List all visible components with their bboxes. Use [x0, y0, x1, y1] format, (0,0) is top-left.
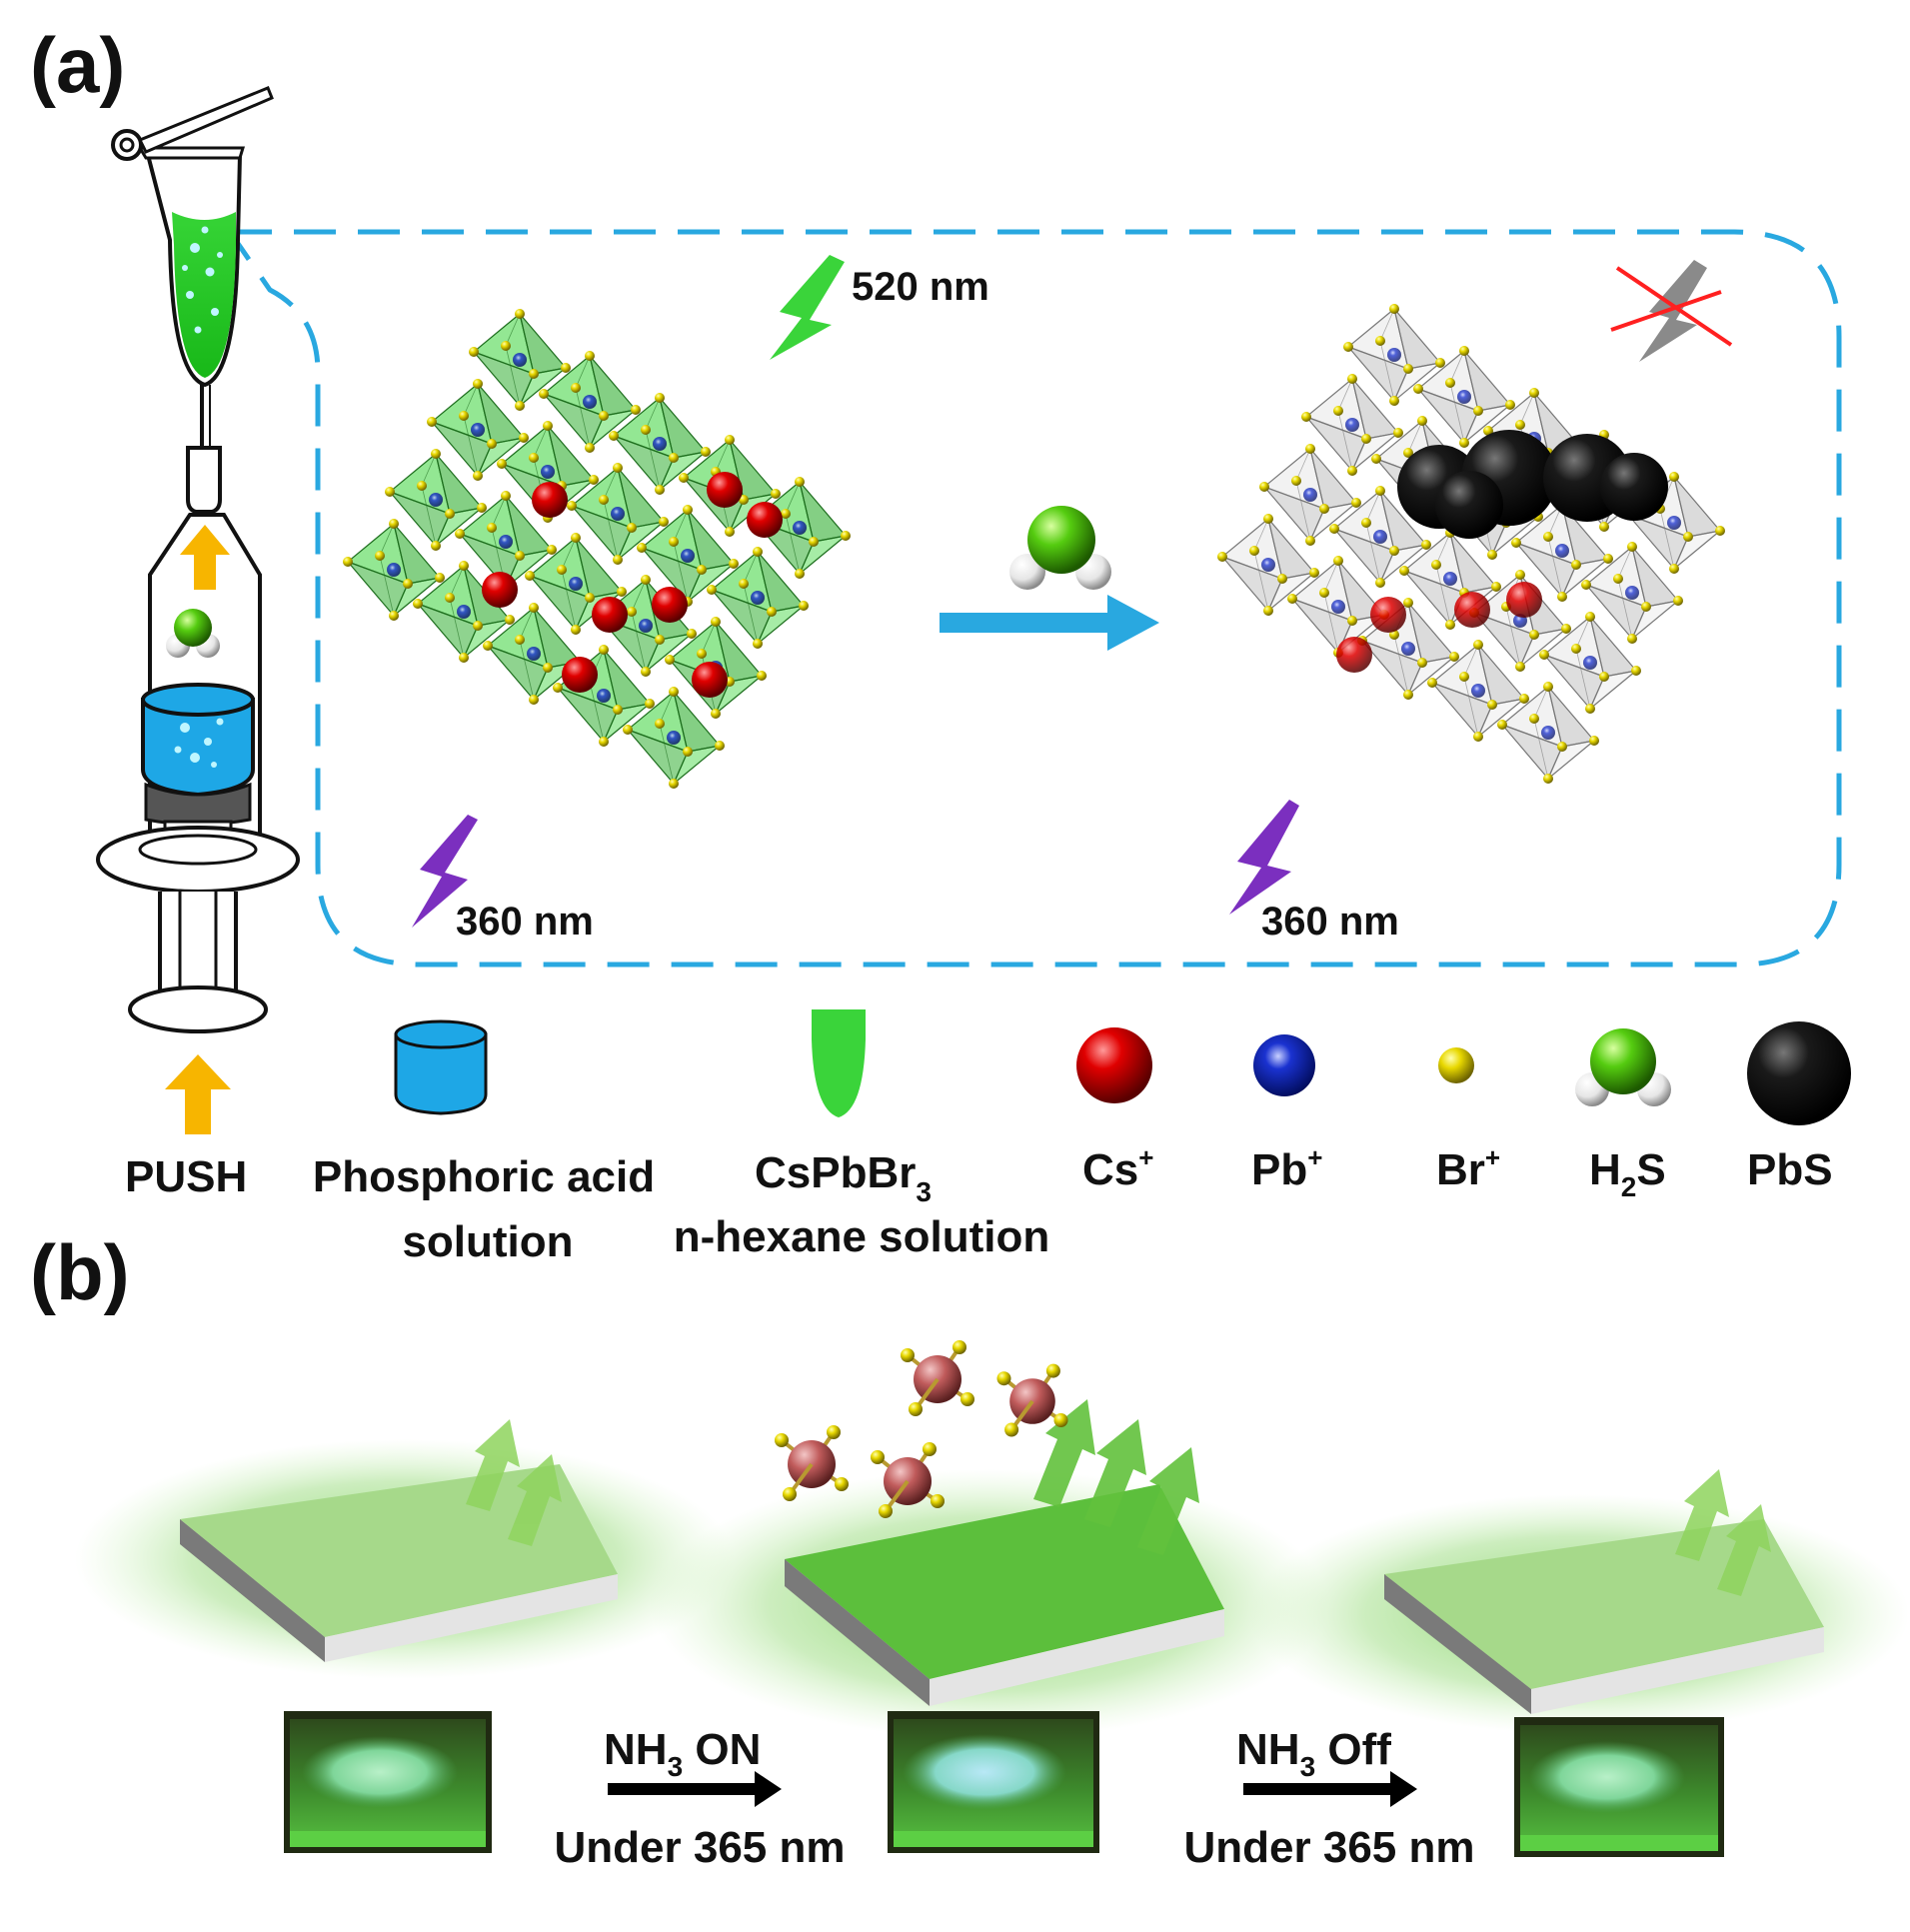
nh3-molecule-icon [901, 1340, 974, 1416]
sensing-film [650, 1399, 1329, 1739]
nh3-molecule-icon [996, 1363, 1068, 1437]
drop-icon [812, 1009, 866, 1117]
lightning-icon [412, 815, 478, 928]
sensing-film [1249, 1469, 1909, 1734]
degraded-lattice [1217, 304, 1725, 784]
h2s-molecule-icon [1575, 1028, 1671, 1106]
step2-gas-label: NH3 Off [1236, 1725, 1391, 1782]
cs-atom-icon [1076, 1027, 1152, 1103]
syringe-icon [96, 446, 300, 1134]
step1-condition: Under 365 nm [555, 1823, 846, 1872]
lightning-icon [1229, 800, 1299, 915]
film-photo [888, 1711, 1099, 1853]
cylinder-icon [394, 1019, 488, 1115]
emission-wavelength: 520 nm [852, 265, 989, 309]
h2s-molecule-icon [166, 609, 220, 658]
legend-cspbbr3: CsPbBr3 [755, 1148, 932, 1207]
legend-push: PUSH [125, 1152, 247, 1201]
nh3-molecules [775, 1340, 1068, 1518]
legend-phosphoric-2: solution [402, 1217, 573, 1266]
br-atom-icon [1438, 1047, 1474, 1083]
film-photo [284, 1711, 492, 1853]
reaction-frame [225, 229, 1842, 967]
arrow-icon [940, 595, 1159, 651]
legend-pb: Pb+ [1251, 1142, 1322, 1194]
lightning-icon [1610, 260, 1733, 362]
step1-gas-label: NH3 ON [604, 1725, 761, 1782]
sensing-film [75, 1419, 735, 1679]
legend-phosphoric-1: Phosphoric acid [313, 1152, 655, 1201]
panel-label-a: (a) [30, 21, 125, 109]
panel-label-b: (b) [30, 1228, 130, 1316]
excitation-wavelength-right: 360 nm [1261, 900, 1399, 944]
cspbbr3-lattice [343, 309, 851, 789]
pb-atom-icon [1253, 1034, 1315, 1096]
legend-nhexane: n-hexane solution [674, 1212, 1049, 1261]
legend-pbs: PbS [1747, 1145, 1833, 1194]
legend-br: Br+ [1436, 1142, 1500, 1194]
pbs-particle-icon [1747, 1021, 1851, 1125]
arrow-icon [1243, 1771, 1417, 1807]
nh3-molecule-icon [871, 1442, 945, 1518]
excitation-wavelength-left: 360 nm [456, 900, 594, 944]
h2s-molecule-icon [1009, 506, 1111, 590]
pipette-icon [111, 86, 274, 450]
lightning-icon [770, 255, 845, 360]
legend-h2s: H2S [1589, 1145, 1666, 1202]
step2-condition: Under 365 nm [1184, 1823, 1475, 1872]
arrow-icon [608, 1771, 782, 1807]
nh3-molecule-icon [775, 1425, 849, 1501]
film-photo [1514, 1717, 1724, 1857]
legend-cs: Cs+ [1082, 1142, 1153, 1194]
